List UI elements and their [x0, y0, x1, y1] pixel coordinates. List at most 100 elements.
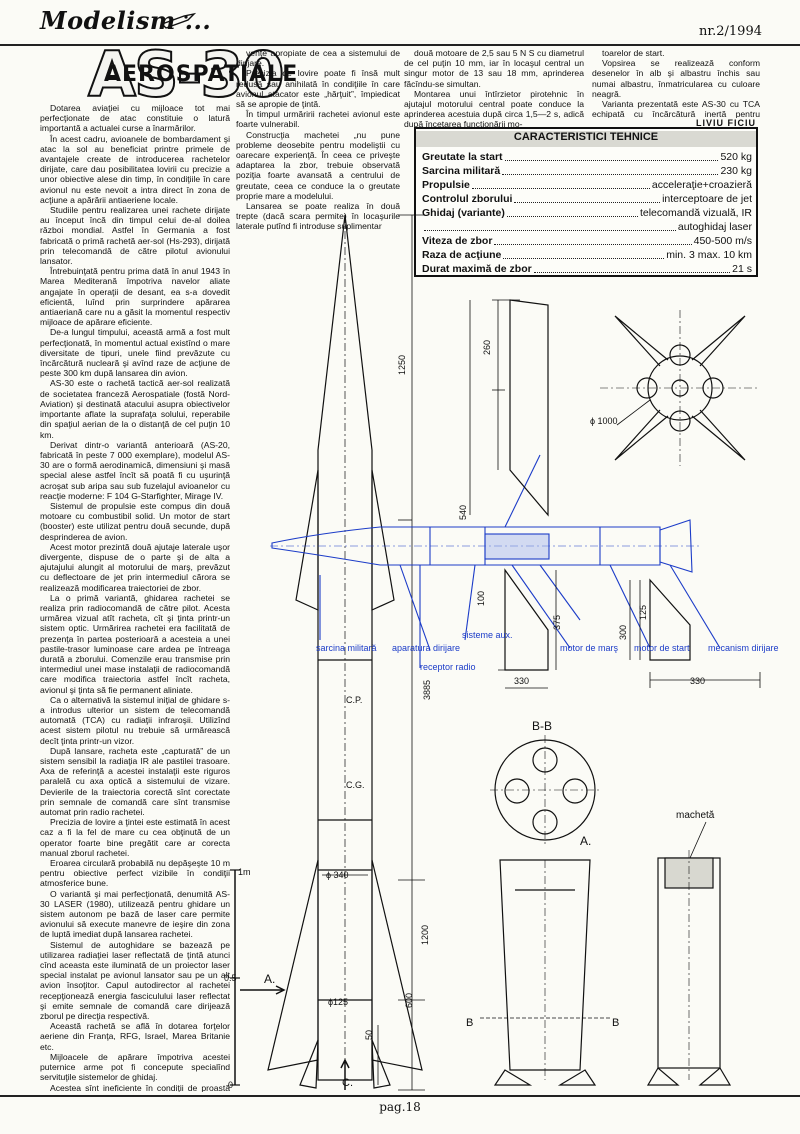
paragraph: Eroarea circulară probabilă nu depăşeşte… — [40, 858, 230, 889]
spec-row: Raza de acţiune min. 3 max. 10 km — [422, 249, 752, 262]
dim-600: 600 — [404, 993, 414, 1008]
technical-drawing: 1250 3885 1200 600 50 260 540 375 100 33… — [224, 214, 779, 1091]
side-nozzle-right — [371, 1039, 391, 1089]
article-author: LIVIU FICIU — [696, 118, 756, 128]
paragraph: Întrebuinţată pentru prima dată în anul … — [40, 266, 230, 328]
dim-phi340: ϕ 340 — [326, 870, 349, 880]
article-column-2: venţe apropiate de cea a sistemului de d… — [236, 48, 400, 272]
paragraph: Acest motor prezintă două ajutaje latera… — [40, 541, 230, 593]
dim-125: 125 — [638, 605, 648, 620]
spec-row: Sarcina militară 230 kg — [422, 165, 752, 178]
dim-1250: 1250 — [397, 355, 407, 375]
specs-box: CARACTERISTICI TEHNICE Greutate la start… — [414, 127, 758, 277]
paragraph: Precizia de lovire a ţintei este estimat… — [40, 817, 230, 858]
spec-value: 21 s — [732, 263, 752, 275]
paragraph: De-a lungul timpului, această armă a fos… — [40, 327, 230, 379]
spec-row: Controlul zborului interceptoare de jet — [422, 193, 752, 206]
article-column-1: Dotarea aviaţiei cu mijloace tot mai per… — [40, 103, 230, 1092]
article-column-4: toarelor de start.Vopsirea se realizează… — [592, 48, 760, 118]
rocket-logo-icon — [160, 12, 196, 29]
spec-row: Ghidaj (variante) telecomandă vizuală, IR — [422, 207, 752, 220]
side-view-drawing — [270, 454, 721, 668]
rear-fin-right — [371, 859, 423, 1071]
spec-leader-dots — [471, 179, 650, 189]
spec-label: Sarcina militară — [422, 165, 501, 177]
tail-view-a — [499, 859, 591, 1071]
paragraph: Ca o alternativă la sistemul iniţial de … — [40, 694, 230, 746]
spec-leader-dots — [504, 151, 719, 161]
dim-330-a: 330 — [514, 676, 529, 686]
spec-leader-dots — [514, 193, 661, 203]
dim-50: 50 — [364, 1030, 374, 1040]
paragraph: toarelor de start. — [602, 48, 665, 58]
spec-value: interceptoare de jet — [662, 193, 752, 205]
tail-views-drawing — [480, 821, 732, 1086]
scale-1m: 1m — [238, 867, 251, 877]
paragraph: Studiile pentru realizarea unei rachete … — [40, 205, 230, 267]
section-b-right: B — [612, 1017, 619, 1029]
spec-value: min. 3 max. 10 km — [666, 249, 752, 261]
spec-label: Controlul zborului — [422, 193, 513, 205]
small-fin-outline — [649, 578, 691, 661]
rear-fin-left — [267, 859, 319, 1071]
paragraph: Acestea sînt ineficiente în condiţii de … — [50, 1082, 230, 1093]
spec-value: 520 kg — [720, 151, 752, 163]
dim-3885: 3885 — [422, 680, 432, 700]
paragraph: Construcţia machetei „nu pune probleme d… — [236, 129, 400, 201]
paragraph: AS-30 este o rachetă tactică aer-sol rea… — [40, 378, 230, 440]
paragraph: Derivat dintr-o variantă anterioară (AS-… — [40, 439, 230, 501]
fin-outline — [509, 299, 549, 517]
label-warhead: sarcina militară — [316, 643, 377, 653]
label-radio-receiver: receptor radio — [420, 662, 476, 672]
spec-leader-dots — [494, 235, 692, 245]
spec-value: 230 kg — [720, 165, 752, 177]
title-model: AS-30 — [87, 37, 286, 112]
macheta-label: machetă — [676, 810, 715, 821]
label-sustainer-motor: motor de marş — [560, 643, 619, 653]
spec-leader-dots — [533, 263, 731, 273]
paragraph: O variantă şi mai perfecţionată, denumit… — [40, 888, 230, 940]
view-a-title: A. — [580, 834, 591, 848]
page-number: pag.18 — [379, 1100, 421, 1114]
spec-value: telecomandă vizuală, IR — [639, 207, 752, 219]
paragraph: Varianta prezentată este AS-30 cu TCA ec… — [592, 99, 760, 118]
label-guidance: aparatura dirijare — [392, 643, 460, 653]
spec-label: Durat maximă de zbor — [422, 263, 532, 275]
dim-100: 100 — [476, 591, 486, 606]
spec-label: Ghidaj (variante) — [422, 207, 505, 219]
scale-half: 0.5 — [224, 973, 237, 983]
specs-title: CARACTERISTICI TEHNICE — [416, 131, 756, 147]
spec-row: autoghidaj laser — [422, 221, 752, 234]
page-header: Modelism ... nr.2/1994 — [0, 0, 800, 46]
spec-label: Propulsie — [422, 179, 470, 191]
title-manufacturer: AEROSPATIALE — [104, 62, 299, 87]
label-aux-systems: sisteme aux. — [462, 630, 513, 640]
section-bb-drawing — [490, 735, 600, 845]
dim-1200: 1200 — [420, 925, 430, 945]
spec-value: autoghidaj laser — [677, 221, 752, 233]
center-of-gravity-label: C.G. — [346, 780, 365, 790]
center-of-pressure-label: C.P. — [346, 695, 362, 705]
paragraph: În timpul urmăririi rachetei avionul est… — [236, 109, 400, 130]
dim-540: 540 — [458, 505, 468, 520]
dim-300: 300 — [618, 625, 628, 640]
spec-value: acceleraţie+croazieră — [651, 179, 752, 191]
dim-phi125: ϕ125 — [328, 997, 348, 1007]
paragraph: Precizia de lovire poate fi însă mult re… — [236, 68, 400, 110]
spec-row: Propulsie acceleraţie+croazieră — [422, 179, 752, 192]
front-fin-right — [371, 469, 395, 611]
paragraph: Sistemul de autoghidare se bazează pe ut… — [40, 939, 230, 1022]
paragraph: Sistemul de propulsie este compus din do… — [40, 500, 230, 542]
view-c-arrow-label: C. — [342, 1077, 353, 1089]
article-column-3: două motoare de 2,5 sau 5 N S cu diametr… — [404, 48, 584, 128]
fin-drawing — [469, 299, 761, 689]
front-view-drawing — [600, 310, 760, 466]
page-footer — [0, 1095, 800, 1134]
spec-label: Raza de acţiune — [422, 249, 502, 261]
section-b-left: B — [466, 1017, 473, 1029]
side-view-body — [271, 526, 661, 566]
spec-value: 450-500 m/s — [693, 235, 752, 247]
